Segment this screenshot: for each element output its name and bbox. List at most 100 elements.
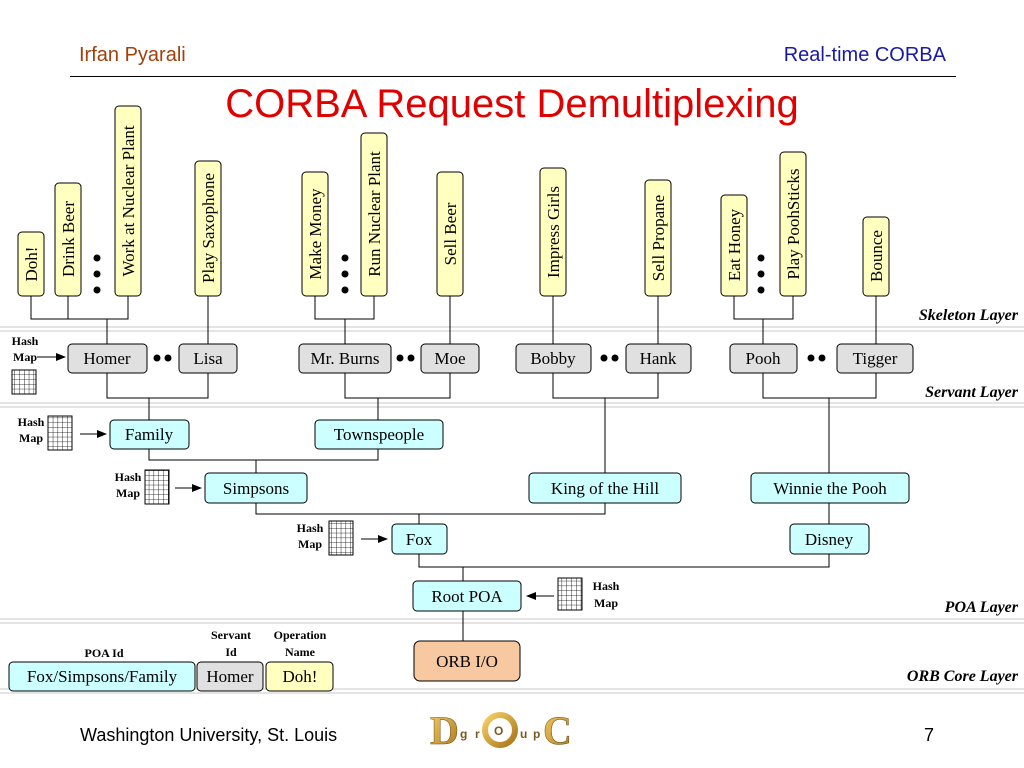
svg-text:C: C [543, 708, 572, 752]
svg-text:Bounce: Bounce [867, 230, 886, 282]
svg-text:Map: Map [116, 486, 140, 500]
servant-tigger: Tigger [836, 343, 914, 374]
skeleton-layer-label: Skeleton Layer [919, 307, 1019, 324]
svg-text:r: r [475, 727, 480, 741]
svg-text:Hash: Hash [18, 415, 45, 429]
svg-text:Pooh: Pooh [746, 349, 781, 368]
svg-text:Map: Map [19, 431, 43, 445]
author-name: Irfan Pyarali [79, 44, 186, 66]
poa-king-of-the-hill: King of the Hill [528, 472, 682, 504]
operation-make-money: Make Money [301, 171, 329, 297]
operation-name-value: Doh! [283, 667, 318, 686]
svg-text:Eat Honey: Eat Honey [725, 208, 744, 281]
servant-mr-burns: Mr. Burns [298, 343, 392, 374]
operation-play-poohsticks: Play PoohSticks [779, 151, 807, 297]
svg-text:Hash: Hash [115, 470, 142, 484]
poa-disney: Disney [789, 523, 870, 555]
svg-text:Hash: Hash [297, 521, 324, 535]
hash-map-family: Hash Map [18, 415, 107, 451]
operation-doh: Doh! [17, 231, 45, 297]
hash-map-servants: Hash Map [11, 334, 66, 395]
servant-id-value: Homer [206, 667, 254, 686]
hash-map-root: Hash Map [526, 577, 620, 611]
servant-id-label-line2: Id [225, 645, 237, 659]
svg-text:Family: Family [125, 425, 174, 444]
slide-title: CORBA Request Demultiplexing [225, 82, 799, 126]
servant-homer: Homer [67, 343, 148, 374]
svg-text:Hash: Hash [593, 579, 620, 593]
operation-name-label-line1: Operation [274, 628, 327, 642]
svg-text:Root POA: Root POA [431, 587, 503, 606]
hash-map-simpsons: Hash Map [115, 469, 202, 505]
request-header: POA Id Servant Id Operation Name Fox/Sim… [8, 628, 334, 692]
svg-text:u: u [520, 727, 527, 741]
footer-institution: Washington University, St. Louis [80, 725, 338, 745]
svg-text:Bobby: Bobby [530, 349, 576, 368]
operation-sell-beer: Sell Beer [436, 171, 464, 297]
operation-work-at-nuclear-plant: Work at Nuclear Plant [114, 105, 142, 297]
operation-play-saxophone: Play Saxophone [194, 160, 222, 297]
poa-simpsons: Simpsons [204, 472, 308, 504]
svg-text:D: D [430, 708, 459, 752]
svg-text:Play PoohSticks: Play PoohSticks [784, 169, 803, 280]
servant-lisa: Lisa [178, 343, 238, 374]
ellipsis-dots [93, 254, 826, 362]
svg-text:Run Nuclear Plant: Run Nuclear Plant [365, 151, 384, 277]
orb-core-layer-label: ORB Core Layer [907, 668, 1019, 685]
svg-text:g: g [460, 727, 467, 741]
operation-sell-propane: Sell Propane [644, 179, 672, 297]
connector-lines [30, 296, 877, 641]
servant-id-field [196, 661, 264, 692]
servant-id-label-line1: Servant [211, 628, 251, 642]
svg-text:Tigger: Tigger [853, 349, 898, 368]
poa-id-label: POA Id [84, 646, 123, 660]
svg-text:Work at Nuclear Plant: Work at Nuclear Plant [119, 125, 138, 276]
svg-text:Mr. Burns: Mr. Burns [311, 349, 380, 368]
svg-text:Impress Girls: Impress Girls [544, 186, 563, 278]
hash-map-fox: Hash Map [297, 520, 388, 556]
servant-moe: Moe [420, 343, 480, 374]
svg-text:Hash: Hash [12, 334, 39, 348]
svg-text:Homer: Homer [83, 349, 131, 368]
svg-text:Simpsons: Simpsons [223, 479, 289, 498]
svg-text:ORB I/O: ORB I/O [436, 652, 498, 671]
operation-impress-girls: Impress Girls [539, 167, 567, 297]
svg-text:Disney: Disney [805, 530, 854, 549]
page-number: 7 [924, 725, 935, 745]
svg-text:Play Saxophone: Play Saxophone [199, 173, 218, 283]
svg-text:Make Money: Make Money [306, 188, 325, 280]
poa-family: Family [109, 419, 190, 450]
operation-bounce: Bounce [862, 216, 890, 297]
svg-text:O: O [494, 724, 503, 738]
svg-text:King of the Hill: King of the Hill [551, 479, 659, 498]
svg-text:Moe: Moe [434, 349, 465, 368]
operation-name-field [265, 661, 334, 692]
operation-name-label-line2: Name [285, 645, 316, 659]
svg-text:Fox: Fox [406, 530, 433, 549]
poa-root: Root POA [412, 580, 522, 612]
layer-separators [0, 326, 1024, 694]
operation-run-nuclear-plant: Run Nuclear Plant [360, 132, 388, 297]
poa-townspeople: Townspeople [314, 419, 444, 450]
poa-winnie-the-pooh: Winnie the Pooh [750, 472, 910, 504]
doc-group-logo: D g r O u p C [430, 708, 572, 752]
svg-text:Map: Map [298, 537, 322, 551]
operation-drink-beer: Drink Beer [54, 182, 82, 297]
servant-pooh: Pooh [729, 343, 798, 374]
poa-id-value: Fox/Simpsons/Family [27, 667, 178, 686]
svg-text:Drink Beer: Drink Beer [59, 201, 78, 277]
svg-text:Townspeople: Townspeople [334, 425, 424, 444]
header-rule [70, 76, 956, 77]
svg-text:Lisa: Lisa [193, 349, 223, 368]
poa-id-field [8, 661, 196, 692]
operation-eat-honey: Eat Honey [720, 194, 748, 297]
svg-text:Hank: Hank [640, 349, 677, 368]
svg-text:Sell Beer: Sell Beer [441, 202, 460, 265]
servant-hank: Hank [625, 343, 692, 374]
svg-text:Winnie the Pooh: Winnie the Pooh [773, 479, 887, 498]
servant-bobby: Bobby [515, 343, 592, 374]
orb-io-box: ORB I/O [413, 640, 521, 682]
svg-text:Map: Map [594, 596, 618, 610]
poa-fox: Fox [391, 523, 448, 555]
